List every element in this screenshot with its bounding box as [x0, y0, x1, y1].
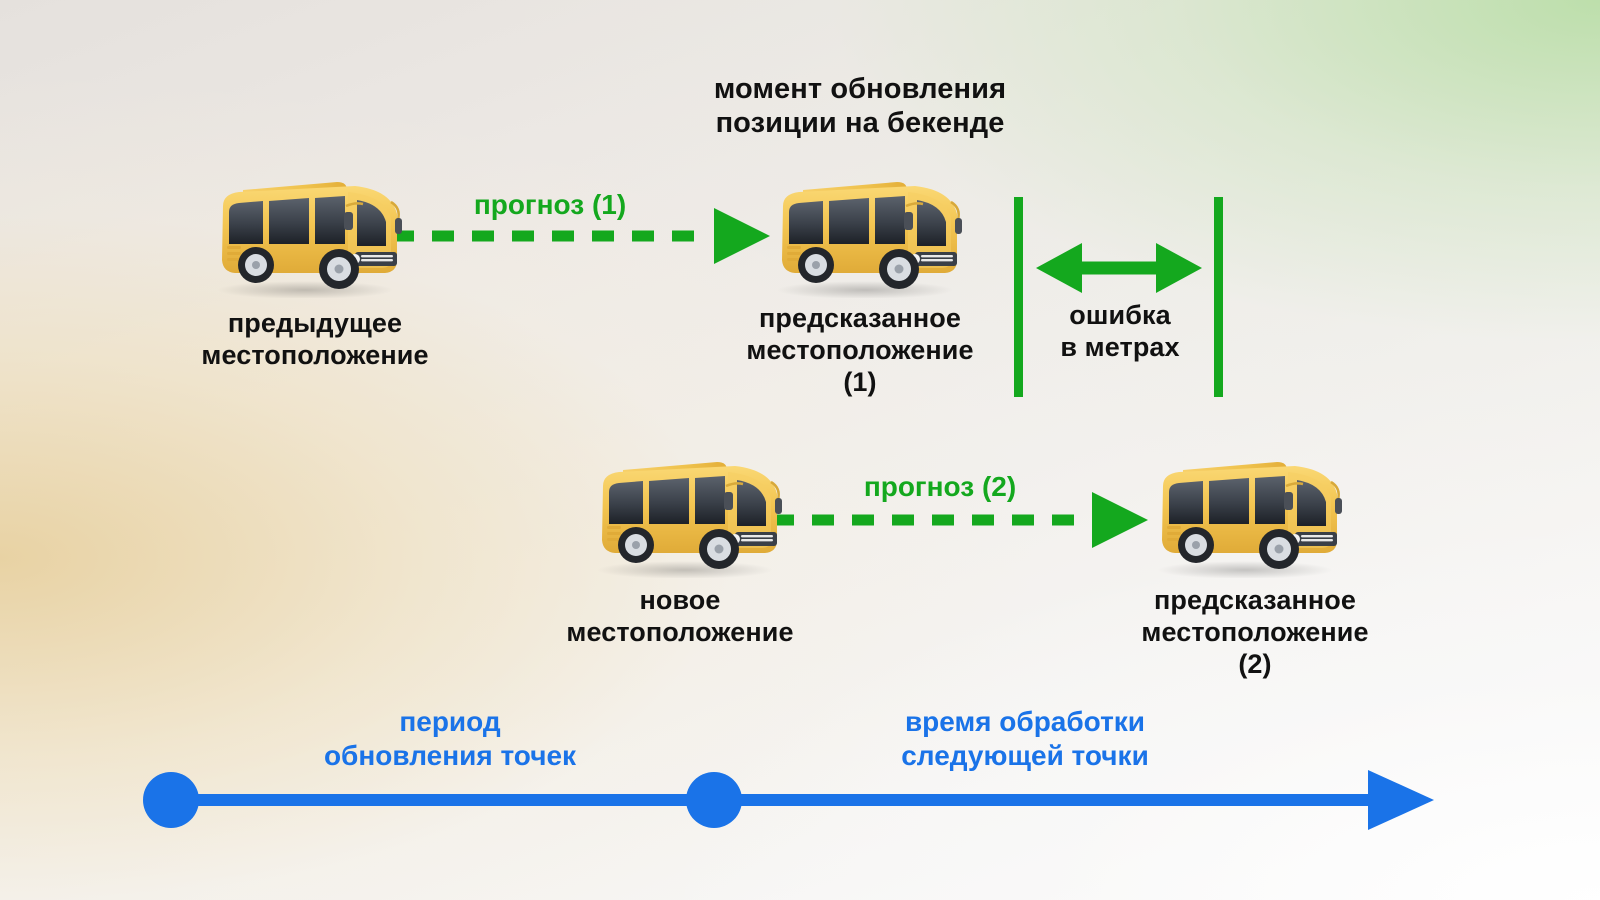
forecast-2-label: прогноз (2)	[863, 471, 1017, 502]
error-in-meters-label: ошибка в метрах	[1060, 300, 1180, 362]
bus-predicted-location-1	[777, 182, 962, 298]
previous-location-label: предыдущее местоположение	[201, 308, 429, 370]
timeline-segment-1-label: период обновления точек	[323, 706, 577, 771]
bus-previous-location	[217, 182, 402, 298]
error-double-arrow	[1036, 243, 1202, 293]
predicted-location-2-label: предсказанное местоположение (2)	[1141, 585, 1369, 679]
backend-update-moment-label: момент обновления позиции на бекенде	[713, 73, 1007, 140]
bus-predicted-location-2	[1157, 462, 1342, 578]
timeline-point-start	[143, 772, 199, 828]
predicted-location-1-label: предсказанное местоположение (1)	[746, 303, 974, 397]
timeline-point-update	[686, 772, 742, 828]
forecast-1-label: прогноз (1)	[473, 189, 627, 220]
error-bracket-right	[1214, 197, 1223, 397]
timeline-segment-2-label: время обработки следующей точки	[901, 706, 1149, 771]
bus-new-location	[597, 462, 782, 578]
new-location-label: новое местоположение	[566, 585, 794, 647]
timeline-axis	[143, 770, 1434, 830]
